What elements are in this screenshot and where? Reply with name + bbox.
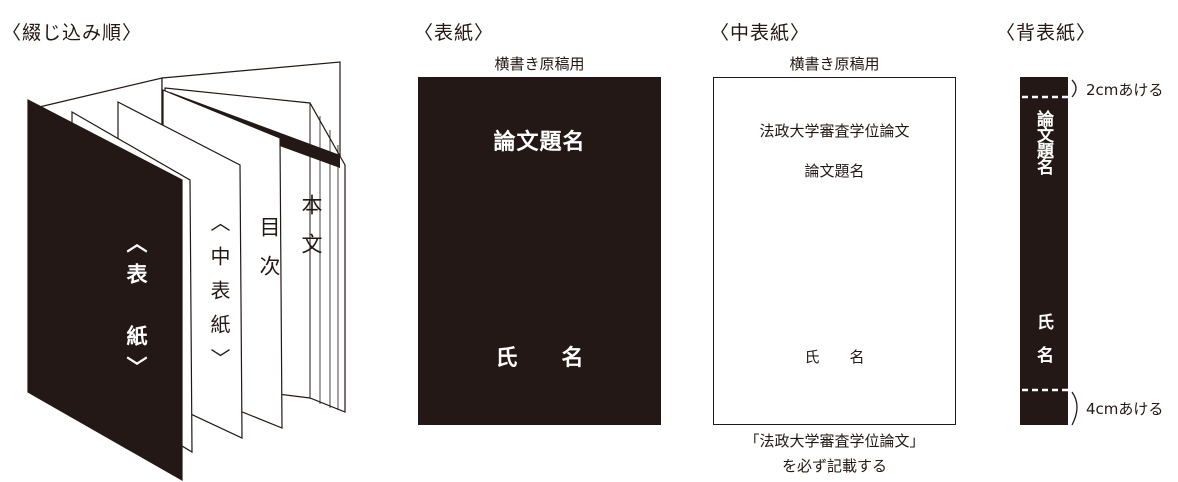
inner-cover-note-line2: を必ず記載する <box>781 457 887 475</box>
spine-guides <box>1022 79 1078 426</box>
spine-top-note: 2cmあける <box>1086 81 1164 99</box>
cover-heading: 〈表紙〉 <box>414 22 495 44</box>
cover-title: 論文題名 <box>493 129 586 155</box>
cover-sheet-label: ︿表 紙﹀ <box>124 232 149 387</box>
inner-cover-panel <box>713 77 956 425</box>
spine-top-bracket <box>1071 79 1077 98</box>
inner-cover-heading: 〈中表紙〉 <box>710 22 811 44</box>
spine-bottom-note: 4cmあける <box>1086 400 1164 418</box>
cover-sheet <box>27 99 183 482</box>
toc-page-label: 目次 <box>257 216 281 294</box>
cover-panel <box>418 77 661 425</box>
inner-cover-author: 氏 名 <box>804 348 865 366</box>
spine-panel <box>1020 77 1068 425</box>
binding-order-heading: 〈綴じ込み順〉 <box>2 22 143 44</box>
inner-cover-title: 論文題名 <box>804 162 865 180</box>
inner-cover-note-line1: 「法政大学審査学位論文」 <box>744 432 925 450</box>
body-page-label: 本文 <box>299 194 323 272</box>
cover-author: 氏 名 <box>495 345 584 371</box>
spine-bottom-bracket <box>1071 391 1078 426</box>
spine-title: 論文題名 <box>1033 110 1053 174</box>
inner-cover-subtitle: 横書き原稿用 <box>789 55 880 73</box>
binding-order-illustration <box>27 61 346 482</box>
inner-cover-university-line: 法政大学審査学位論文 <box>759 122 910 140</box>
spine-heading: 〈背表紙〉 <box>996 22 1097 44</box>
cover-subtitle: 横書き原稿用 <box>494 55 585 73</box>
inner-cover-page-label: ︿中表紙﹀ <box>207 212 231 382</box>
spine-author: 氏名 <box>1033 313 1053 379</box>
